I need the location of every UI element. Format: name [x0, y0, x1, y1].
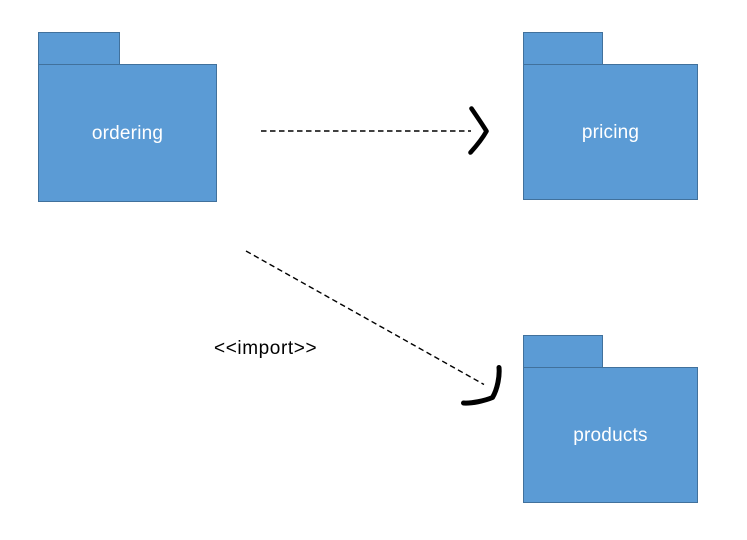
package-pricing-body: pricing	[523, 64, 698, 200]
edge-arrowhead-ordering-to-pricing	[468, 106, 489, 155]
edge-line-ordering-to-products	[245, 250, 485, 386]
edge-arrowhead-ordering-to-products	[461, 365, 502, 406]
package-products-tab	[523, 335, 603, 368]
edge-ordering-to-products[interactable]	[245, 250, 502, 406]
package-ordering-tab	[38, 32, 120, 65]
package-pricing-tab	[523, 32, 603, 65]
package-ordering-label: ordering	[91, 122, 164, 144]
package-products-body: products	[523, 367, 698, 503]
edge-label-import: <<import>>	[214, 338, 318, 359]
package-ordering-body: ordering	[38, 64, 217, 202]
package-products-label: products	[573, 424, 648, 446]
edge-ordering-to-pricing[interactable]	[261, 106, 489, 155]
package-pricing-label: pricing	[581, 121, 640, 143]
